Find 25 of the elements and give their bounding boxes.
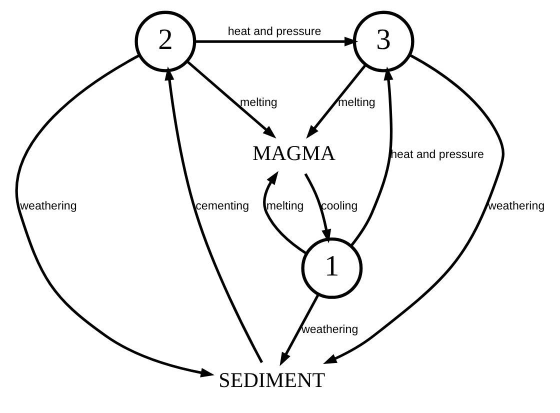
arrow: [306, 64, 366, 139]
arrow: [194, 36, 358, 46]
edge-label: heat and pressure: [390, 148, 484, 161]
node-circle: 3: [352, 10, 414, 72]
node-circle: 2: [134, 10, 196, 72]
edge-label: weathering: [301, 324, 358, 336]
arrow: [186, 60, 276, 138]
arrow: [304, 173, 331, 244]
arrow: [279, 294, 320, 366]
edge-label: melting: [266, 200, 304, 212]
arrow: [262, 171, 307, 255]
node-text: SEDIMENT: [218, 368, 325, 392]
arrow: [164, 66, 263, 364]
edge-label: cementing: [195, 200, 249, 212]
edge-label: cooling: [320, 200, 358, 212]
edge-label: melting: [338, 97, 375, 110]
edge-label: weathering: [488, 200, 544, 212]
arrow: [350, 66, 393, 247]
arrow: [322, 54, 504, 364]
edge-label: melting: [240, 97, 277, 110]
edge-label: heat and pressure: [227, 26, 321, 38]
edge-label: weathering: [20, 200, 76, 212]
arrow: [15, 54, 214, 378]
node-circle: 1: [300, 238, 362, 299]
node-text: MAGMA: [252, 141, 336, 166]
